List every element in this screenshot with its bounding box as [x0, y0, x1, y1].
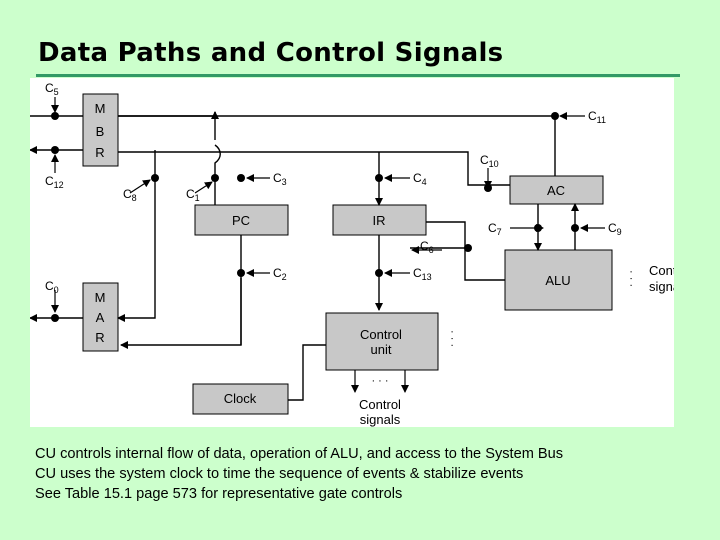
- svg-text:C12: C12: [45, 174, 64, 190]
- caption-line: CU uses the system clock to time the seq…: [35, 466, 524, 482]
- diagram-panel: M B R M A R PC IR AC ALU Control unit Cl…: [29, 78, 691, 427]
- alu-block: ALU: [504, 249, 613, 311]
- svg-text:A: A: [96, 310, 105, 325]
- svg-text:Clock: Clock: [224, 391, 257, 406]
- slide-title: Data Paths and Control Signals: [38, 38, 504, 68]
- svg-text:R: R: [95, 145, 104, 160]
- svg-text:IR: IR: [373, 213, 386, 228]
- title-rule: [36, 74, 680, 77]
- mbr-block: M B R: [82, 93, 119, 167]
- svg-text:· · ·: · · ·: [446, 330, 458, 347]
- svg-text:C13: C13: [413, 266, 432, 282]
- svg-text:R: R: [95, 330, 104, 345]
- svg-text:C5: C5: [45, 81, 59, 97]
- svg-text:M: M: [95, 101, 106, 116]
- caption-line: CU controls internal flow of data, opera…: [35, 446, 564, 462]
- control-unit-block: Control unit: [325, 312, 439, 371]
- pc-block: PC: [194, 204, 289, 236]
- svg-text:C10: C10: [480, 153, 499, 169]
- svg-text:C2: C2: [273, 266, 287, 282]
- svg-text:C9: C9: [608, 221, 622, 237]
- svg-text:· · ·: · · ·: [625, 270, 637, 287]
- svg-text:ALU: ALU: [545, 273, 570, 288]
- svg-text:unit: unit: [371, 342, 392, 357]
- svg-text:C8: C8: [123, 187, 137, 203]
- control-arrows: [51, 97, 605, 393]
- data-paths-diagram: M B R M A R PC IR AC ALU Control unit Cl…: [29, 81, 691, 427]
- svg-text:signals: signals: [649, 279, 674, 294]
- svg-text:Control: Control: [359, 397, 401, 412]
- gate-dots: [51, 112, 579, 322]
- svg-text:C11: C11: [588, 109, 606, 125]
- svg-text:Control: Control: [649, 263, 674, 278]
- signal-labels: C5 C12 C0 C8 C1 C3 C2 C4 C13 C11 C10 C7 …: [45, 81, 622, 295]
- caption: CU controls internal flow of data, opera…: [35, 444, 705, 504]
- svg-text:C1: C1: [186, 187, 200, 203]
- svg-text:C6: C6: [420, 239, 434, 255]
- svg-text:B: B: [96, 124, 105, 139]
- alu-control-signals-label: Control signals: [649, 263, 691, 294]
- svg-text:M: M: [95, 290, 106, 305]
- svg-text:PC: PC: [232, 213, 250, 228]
- ellipsis-markers: · · · · · · · · ·: [371, 270, 637, 387]
- svg-text:signals: signals: [360, 412, 401, 427]
- svg-text:C4: C4: [413, 171, 427, 187]
- svg-text:AC: AC: [547, 183, 565, 198]
- cu-output-signals-label: Control signals: [359, 397, 401, 427]
- clock-block: Clock: [192, 383, 289, 415]
- svg-text:Control: Control: [360, 327, 402, 342]
- svg-text:C7: C7: [488, 221, 502, 237]
- ir-block: IR: [332, 204, 427, 236]
- mar-block: M A R: [82, 282, 119, 352]
- svg-text:· · ·: · · ·: [371, 375, 388, 387]
- svg-text:C3: C3: [273, 171, 287, 187]
- svg-text:C0: C0: [45, 279, 59, 295]
- caption-line: See Table 15.1 page 573 for representati…: [35, 486, 403, 502]
- ac-block: AC: [509, 175, 604, 205]
